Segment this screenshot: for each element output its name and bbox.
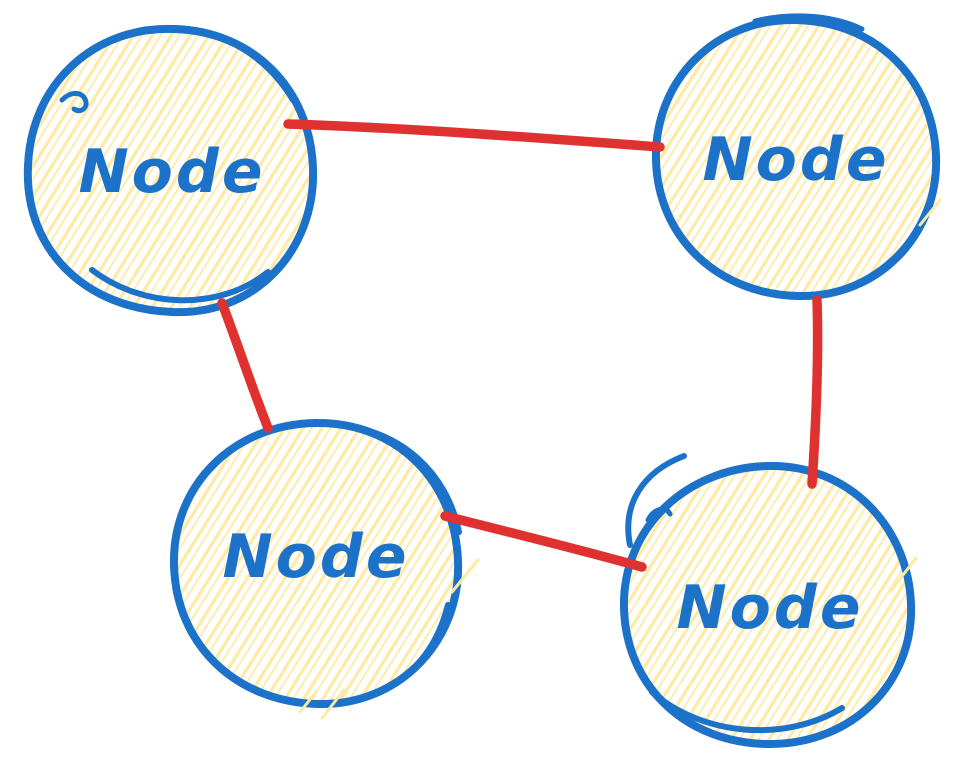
node-bottom-right-outline-retrace2 — [625, 453, 687, 548]
node-bottom-right-outline-hook — [645, 506, 673, 523]
node-bottom-left-hachure-overshoot — [298, 558, 480, 720]
node-top-left-outline-retrace — [33, 25, 296, 123]
node-bottom-right-outline-retrace — [649, 689, 845, 734]
node-top-left-outline-hook — [59, 91, 89, 114]
node-bottom-right-fill — [623, 465, 912, 744]
node-top-left-fill — [27, 28, 314, 313]
node-top-right-outline-retrace — [773, 202, 931, 300]
node-bottom-left-label: Node — [222, 522, 409, 592]
edge-top-left-to-bottom-left — [217, 298, 273, 433]
node-bottom-left-outline-retrace — [335, 422, 462, 535]
node-top-left: Node — [23, 24, 318, 317]
node-top-left-label: Node — [78, 137, 265, 207]
node-bottom-right: Node — [619, 198, 942, 748]
edges — [217, 119, 823, 572]
node-top-right-label: Node — [702, 125, 889, 195]
node-bottom-right-label: Node — [676, 573, 863, 643]
node-top-right-outline-flick — [752, 13, 865, 32]
node-bottom-left-outline-retrace2 — [345, 602, 451, 704]
node-top-right-fill — [655, 19, 937, 297]
node-top-left-outline-retrace2 — [89, 267, 271, 304]
edge-top-left-to-top-right — [283, 119, 665, 152]
edge-bottom-left-to-bottom-right — [440, 511, 647, 572]
node-bottom-left-fill — [173, 422, 459, 705]
edge-top-right-to-bottom-right — [807, 295, 823, 489]
node-bottom-right-hachure-overshoot — [888, 198, 942, 594]
node-bottom-right-outline — [619, 461, 916, 748]
node-bottom-left: Node — [169, 418, 480, 720]
node-top-right: Node — [651, 13, 941, 301]
